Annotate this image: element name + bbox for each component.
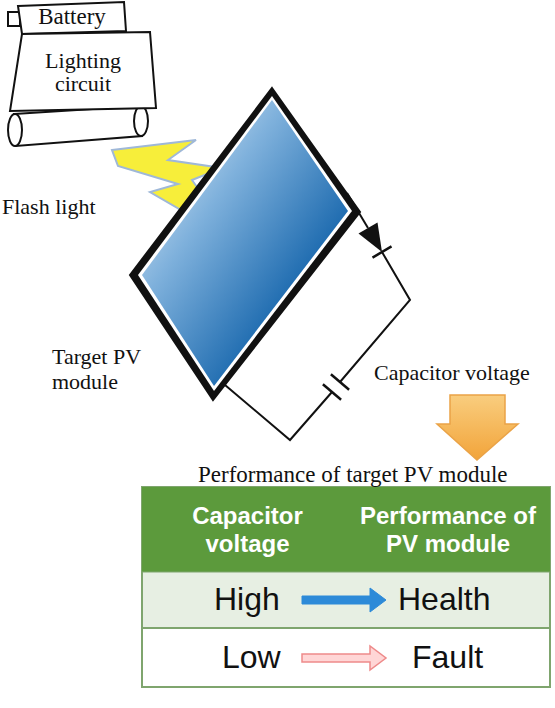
diode-bar (373, 246, 392, 257)
diode-symbol (359, 222, 383, 252)
table-rule (142, 572, 550, 573)
module-label: Target PV module (52, 344, 172, 395)
signal-label: Capacitor voltage (372, 360, 532, 386)
table-header-cell: Performance of PV module (358, 502, 538, 557)
table-cell: High (214, 580, 280, 618)
result-label: Performance of target PV module (198, 461, 508, 489)
box-outline (10, 32, 156, 111)
box-outline (18, 2, 126, 34)
table-header-cell: Capacitor voltage (160, 502, 335, 557)
table-arrow (302, 588, 386, 612)
device-label: Flash light (2, 194, 96, 220)
box-text: Battery (38, 5, 106, 29)
battery-box: Battery (16, 0, 128, 35)
table-header (142, 487, 550, 572)
flash-tube (14, 106, 142, 146)
table-rule (142, 627, 550, 629)
table-cell: Health (398, 580, 491, 618)
box-text: Lighting circuit (23, 49, 143, 95)
result-arrow (437, 395, 518, 460)
table-arrow (302, 646, 386, 670)
table-row (143, 572, 549, 628)
table-frame (142, 487, 550, 687)
pv-module-frame (130, 88, 360, 400)
tube-end (134, 106, 148, 136)
circuit-wire (225, 193, 410, 440)
tube-end (8, 114, 22, 146)
capacitor-plate (331, 374, 349, 390)
circuit-box: Lighting circuit (8, 32, 158, 112)
table-cell: Fault (412, 638, 483, 676)
pv-module-inner (138, 96, 352, 391)
table-cell: Low (222, 638, 281, 676)
pv-module-cells (142, 100, 348, 386)
capacitor-plate (323, 384, 341, 400)
